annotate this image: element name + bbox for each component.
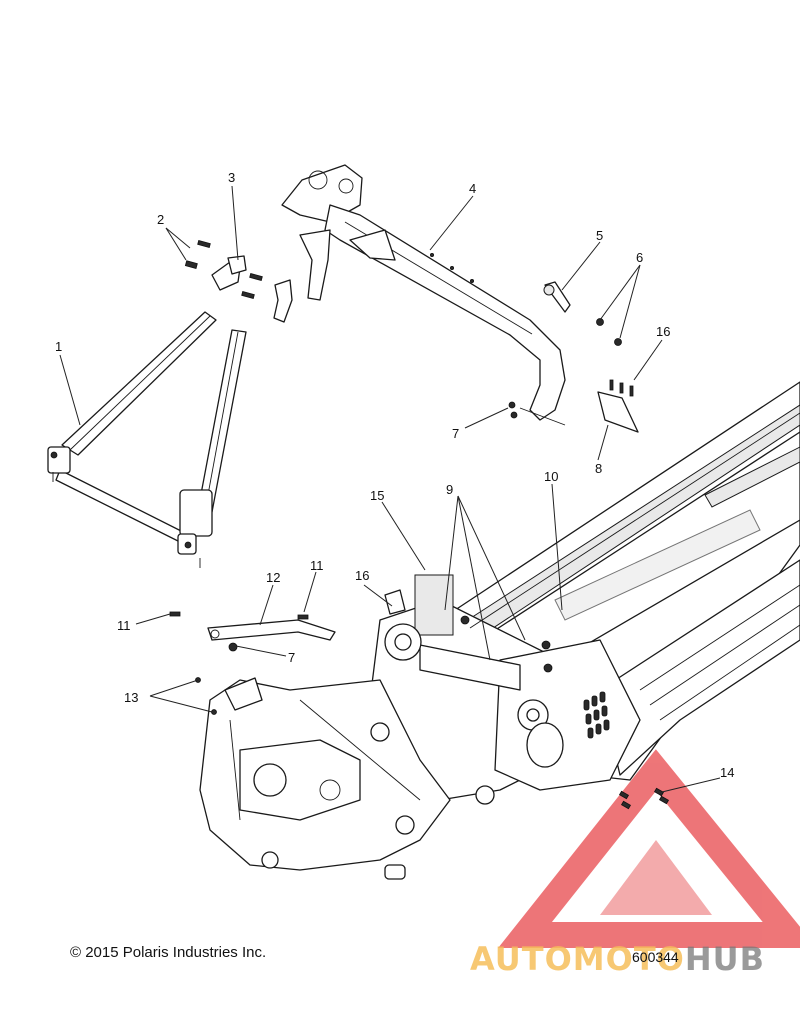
callout-15: 15 [370,488,384,503]
callout-1: 1 [55,339,62,354]
chassis-tunnel [369,381,800,801]
watermark-text: AUTOMOTOHUB [470,940,765,978]
callout-16-lower: 16 [355,568,369,583]
upper-steering-frame [281,164,566,426]
callout-11-left: 11 [117,618,131,633]
front-arm-assembly [47,311,247,568]
callout-13: 13 [124,690,138,705]
callout-2: 2 [157,212,164,227]
callout-16-upper: 16 [656,324,670,339]
callout-14: 14 [720,765,734,780]
rear-bolts-14 [618,787,670,810]
callout-4: 4 [469,181,476,196]
callout-10: 10 [544,469,558,484]
watermark-text-a: AUTOMOTO [470,940,685,978]
callout-8: 8 [595,461,602,476]
diagram-part-number: 600344 [632,949,679,965]
watermark-text-b: HUB [684,940,766,978]
link-arm [169,611,336,652]
callout-5: 5 [596,228,603,243]
callout-7-lower: 7 [288,650,295,665]
slot-grid [583,691,610,739]
watermark-logo [498,749,800,948]
right-hardware-cluster [508,281,639,433]
callout-3: 3 [228,170,235,185]
front-lower-frame [195,677,495,880]
upper-bracket-hardware [184,240,293,323]
leader-lines [59,185,721,793]
callout-7-upper: 7 [452,426,459,441]
copyright-notice: © 2015 Polaris Industries Inc. [70,944,267,961]
callout-9: 9 [446,482,453,497]
callout-12: 12 [266,570,280,585]
small-bracket-16 [384,589,406,615]
callouts: 1 2 3 4 5 6 16 7 8 9 10 15 16 11 12 11 7… [55,170,734,780]
callout-6: 6 [636,250,643,265]
callout-11-right: 11 [310,558,324,573]
